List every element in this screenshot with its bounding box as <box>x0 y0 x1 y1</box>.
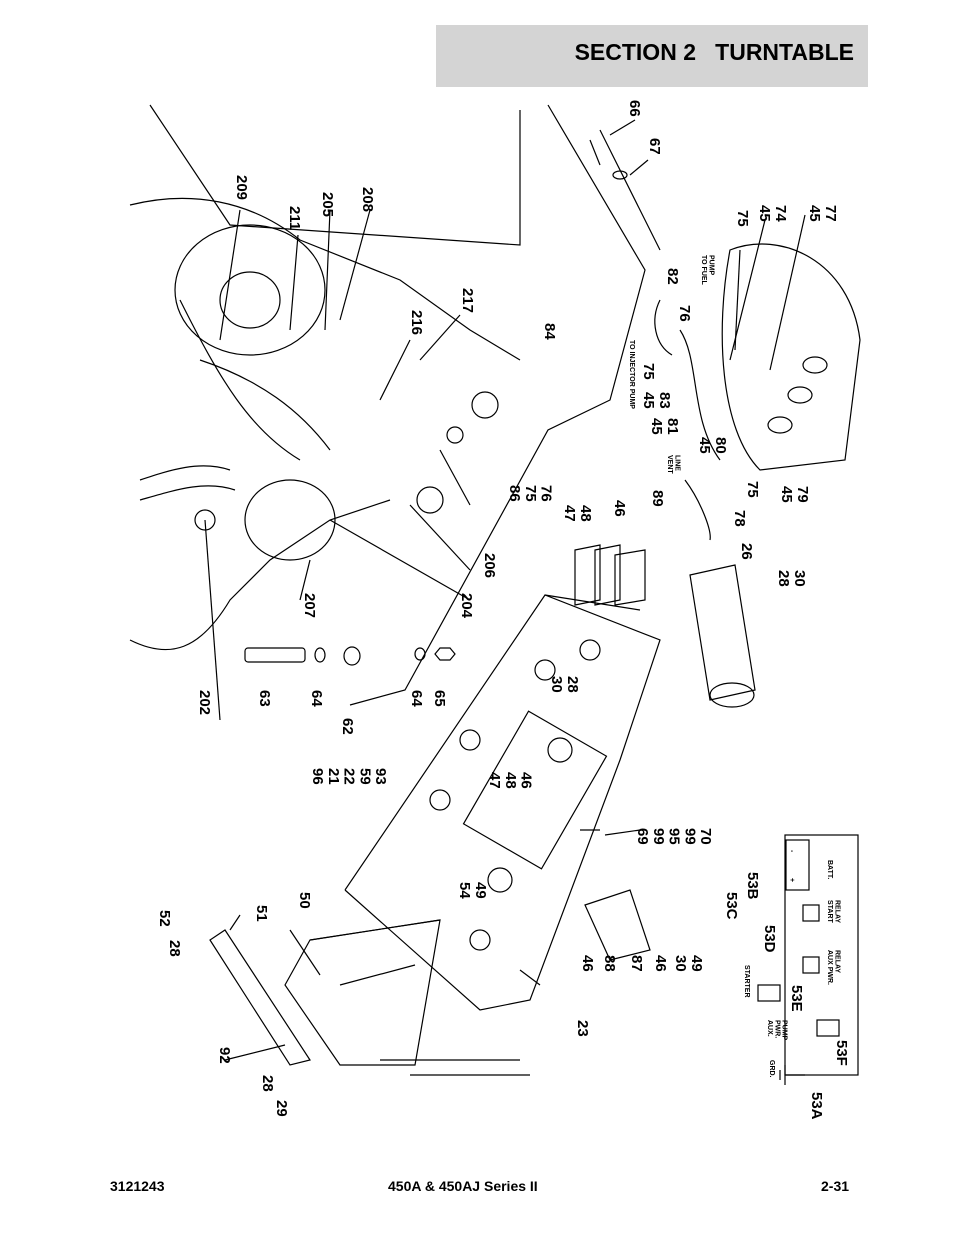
footer-doc-number: 3121243 <box>110 1178 165 1194</box>
callout-87: 87 <box>628 955 645 972</box>
callout-208: 208 <box>359 187 376 212</box>
callout-47-48-46: 474846 <box>486 772 535 789</box>
callout-50: 50 <box>296 892 313 909</box>
callout-211: 211 <box>286 206 303 230</box>
callout-209: 209 <box>233 175 250 200</box>
callout-45-80: 4580 <box>696 437 729 454</box>
callout-53c: 53C <box>723 892 740 920</box>
label-to-fuel-pump: TO FUELPUMP <box>700 255 714 286</box>
callout-46-c: 46 <box>652 955 669 972</box>
callout-206: 206 <box>481 553 498 578</box>
callout-65: 65 <box>431 690 448 707</box>
callout-29: 29 <box>273 1100 290 1117</box>
section-title: SECTION 2 TURNTABLE <box>574 39 854 65</box>
callout-53b: 53B <box>744 872 761 900</box>
label-start-relay: STARTRELAY <box>826 900 840 924</box>
label-starter: STARTER <box>743 965 750 998</box>
callout-62: 62 <box>339 718 356 735</box>
callout-64-b: 64 <box>408 690 425 707</box>
callout-75-b: 75 <box>640 363 657 380</box>
callout-88: 88 <box>601 955 618 972</box>
callout-86-75-76: 867576 <box>506 485 555 502</box>
label-to-injector-pump: TO INJECTOR PUMP <box>628 340 635 409</box>
callout-45-74: 4574 <box>756 205 789 222</box>
callout-75-c: 75 <box>744 481 761 498</box>
callout-26: 26 <box>738 543 755 560</box>
label-grd: GRD. <box>768 1060 775 1078</box>
callout-96-93: 9621225993 <box>309 768 389 785</box>
callout-216: 216 <box>408 310 425 335</box>
callout-54-49: 5449 <box>456 882 489 899</box>
callout-23: 23 <box>574 1020 591 1037</box>
callout-46-b: 46 <box>579 955 596 972</box>
callout-45-83: 4583 <box>640 392 673 409</box>
label-vent-line: VENTLINE <box>666 455 680 474</box>
callout-75: 75 <box>734 210 751 227</box>
label-aux-pwr-pump: AUX.PWR.PUMP <box>766 1020 788 1041</box>
callout-92: 92 <box>216 1047 233 1064</box>
section-header: SECTION 2 TURNTABLE <box>436 25 868 87</box>
callout-28-a: 28 <box>166 940 183 957</box>
callout-217: 217 <box>459 288 476 313</box>
callout-207: 207 <box>301 593 318 618</box>
callout-46: 46 <box>611 500 628 517</box>
callout-84: 84 <box>541 323 558 340</box>
callout-53a: 53A <box>808 1092 825 1120</box>
label-batt-plus: + <box>788 878 795 882</box>
callout-204: 204 <box>458 593 475 619</box>
callout-64-a: 64 <box>308 690 325 707</box>
callout-45-77: 4577 <box>806 205 839 222</box>
callout-45-79: 4579 <box>778 486 811 503</box>
callout-52: 52 <box>156 910 173 927</box>
label-aux-pwr-relay: AUX PWR.RELAY <box>826 950 840 985</box>
callout-28-b: 28 <box>259 1075 276 1092</box>
callout-47-48: 4748 <box>561 505 594 522</box>
callout-205: 205 <box>319 192 336 217</box>
label-batt-minus: - <box>788 850 795 853</box>
electrical-schematic <box>757 834 859 1085</box>
footer-series: 450A & 450AJ Series II <box>388 1178 538 1194</box>
callout-53f: 53F <box>833 1040 850 1066</box>
footer-page-number: 2-31 <box>821 1178 850 1194</box>
label-batt: BATT. <box>826 860 833 879</box>
callout-69-70: 6999959970 <box>634 828 714 845</box>
callout-202: 202 <box>196 690 213 715</box>
callout-63: 63 <box>256 690 273 707</box>
callout-53d: 53D <box>761 925 778 953</box>
callout-51: 51 <box>253 905 270 922</box>
callout-30-49: 3049 <box>672 955 705 972</box>
diagram-annotations: TO FUELPUMP TO INJECTOR PUMP VENTLINE ST… <box>628 255 840 1078</box>
callout-76: 76 <box>676 305 693 322</box>
callout-53e: 53E <box>788 985 805 1012</box>
callout-89: 89 <box>649 490 666 507</box>
callout-78: 78 <box>731 510 748 527</box>
callout-66: 66 <box>626 100 643 117</box>
callout-28-30: 2830 <box>775 570 808 587</box>
diagram-linework <box>129 104 861 1076</box>
callout-labels: 66 67 209 211 205 208 216 217 84 82 75 4… <box>156 100 850 1120</box>
callout-30-28: 3028 <box>548 676 581 693</box>
callout-82: 82 <box>664 268 681 285</box>
callout-45-81: 4581 <box>648 418 681 435</box>
callout-67: 67 <box>646 138 663 155</box>
